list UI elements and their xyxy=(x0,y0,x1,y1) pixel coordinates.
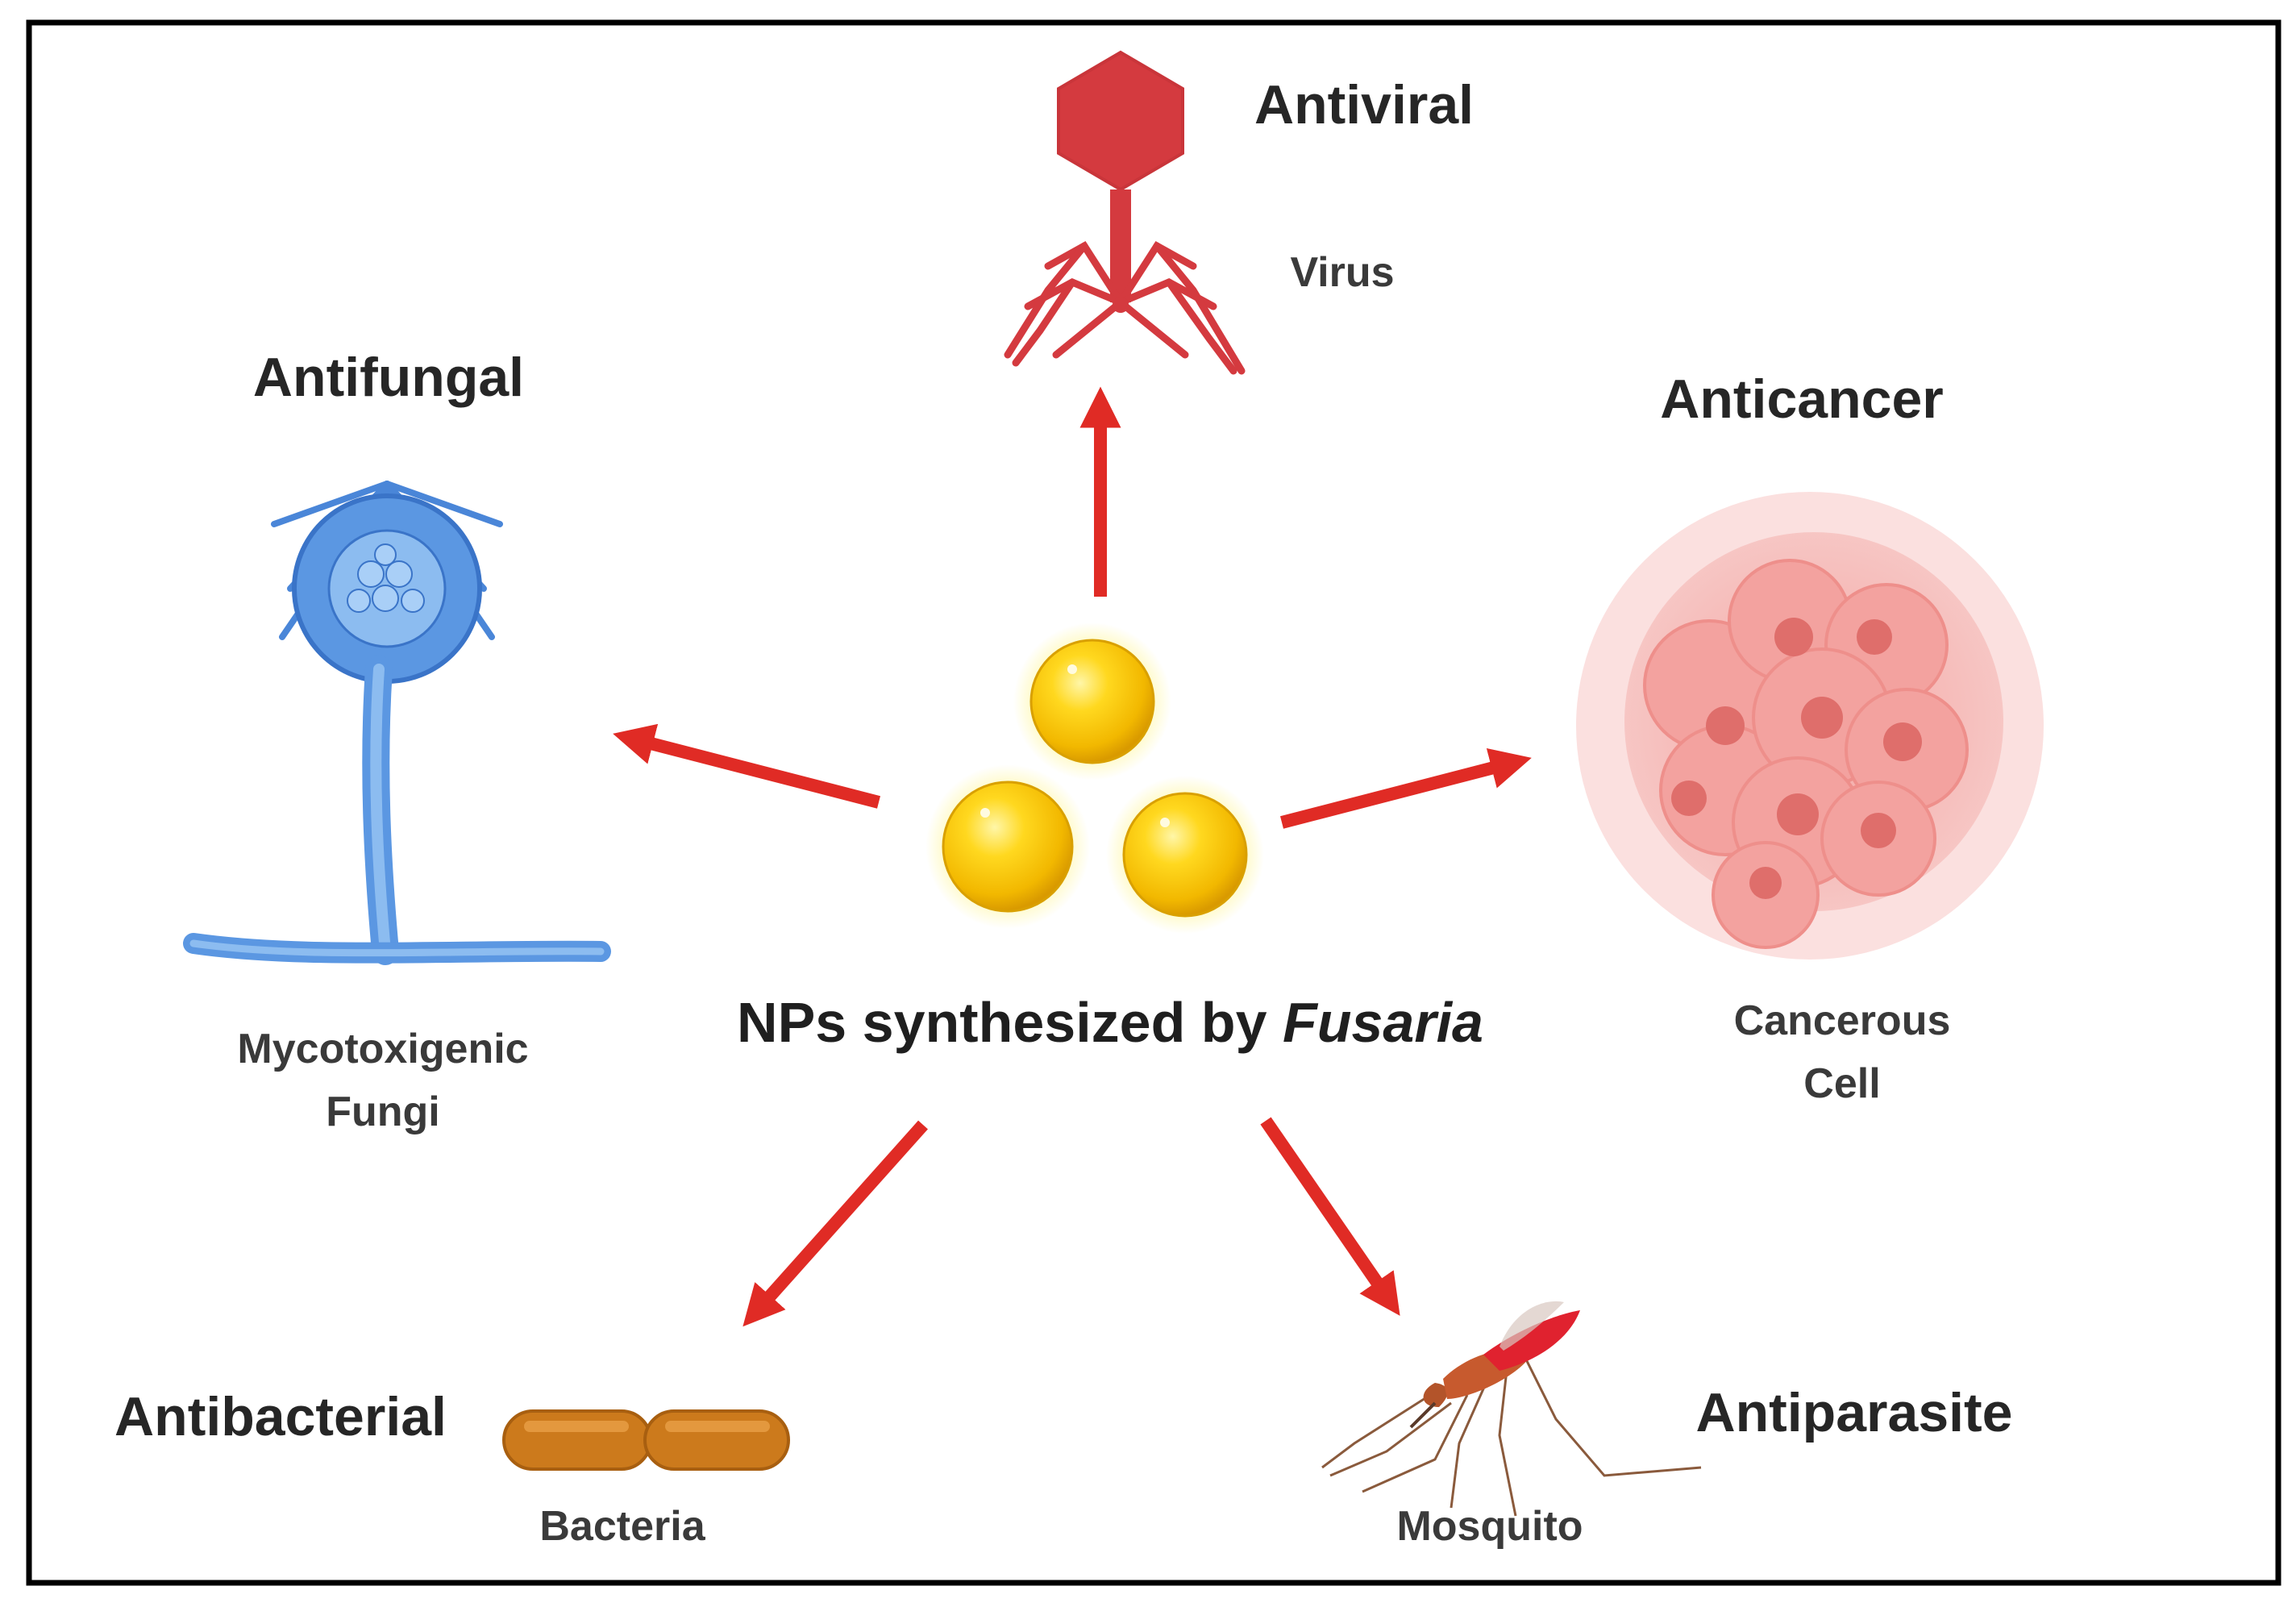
fungi-label: Mycotoxigenic Fungi xyxy=(237,1018,528,1143)
cancer-cell-label-line2: Cell xyxy=(1803,1060,1881,1107)
antiviral-title: Antiviral xyxy=(1254,74,1475,135)
bacteria-label: Bacteria xyxy=(539,1503,705,1550)
arrows xyxy=(613,386,1532,1327)
arrow-to-anticancer xyxy=(1279,747,1532,829)
cancer-cell-label: Cancerous Cell xyxy=(1734,989,1951,1115)
bacteria-icon xyxy=(502,1409,790,1471)
fungus-icon xyxy=(183,481,611,965)
nanoparticles-icon xyxy=(925,622,1264,934)
virus-icon xyxy=(1004,50,1246,375)
fungi-label-line2: Fungi xyxy=(326,1089,440,1135)
anticancer-title: Anticancer xyxy=(1660,368,1944,430)
cancer-cell-icon xyxy=(1576,492,2044,960)
antibacterial-title: Antibacterial xyxy=(114,1386,447,1447)
arrow-to-antiparasite xyxy=(1260,1117,1400,1316)
center-label-genus: Fusaria xyxy=(1282,991,1483,1054)
cancer-cell-label-line1: Cancerous xyxy=(1733,997,1951,1044)
fungi-label-line1: Mycotoxigenic xyxy=(237,1026,529,1072)
arrow-to-antibacterial xyxy=(742,1120,928,1327)
diagram-frame xyxy=(26,19,2281,1586)
center-label-text: NPs synthesized by xyxy=(737,991,1267,1054)
arrow-to-antifungal xyxy=(613,723,880,809)
center-label: NPs synthesized by Fusaria xyxy=(737,990,1483,1055)
antiparasite-title: Antiparasite xyxy=(1695,1382,2013,1443)
antifungal-title: Antifungal xyxy=(252,347,525,408)
mosquito-icon xyxy=(1321,1301,1702,1517)
virus-label: Virus xyxy=(1290,249,1395,296)
mosquito-label: Mosquito xyxy=(1396,1503,1583,1550)
